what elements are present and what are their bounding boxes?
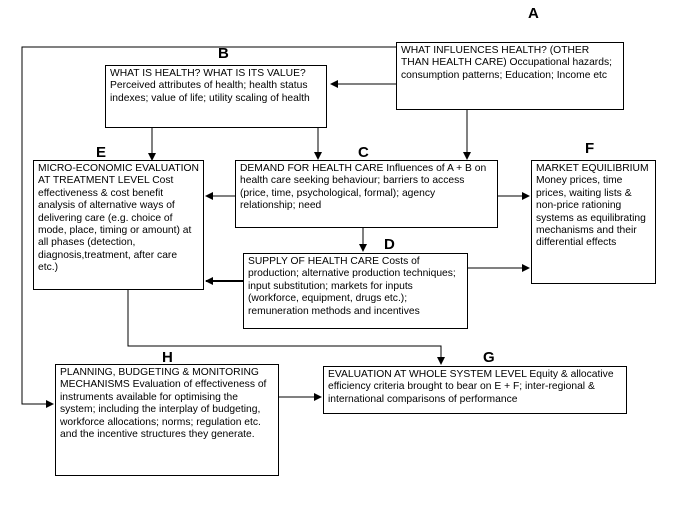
box-d: SUPPLY OF HEALTH CARE Costs of productio… (243, 253, 468, 329)
arrow-e-to-g (127, 290, 445, 365)
box-g: EVALUATION AT WHOLE SYSTEM LEVEL Equity … (323, 366, 627, 414)
box-g-letter: G (483, 349, 495, 366)
box-a: WHAT INFLUENCES HEALTH? (OTHER THAN HEAL… (396, 42, 624, 110)
arrow-a-to-h (21, 46, 396, 408)
box-e: MICRO-ECONOMIC EVALUATION AT TREATMENT L… (33, 160, 204, 290)
box-b-letter: B (218, 45, 229, 62)
box-h: PLANNING, BUDGETING & MONITORING MECHANI… (55, 364, 279, 476)
box-e-letter: E (96, 144, 107, 161)
box-f-letter: F (585, 140, 595, 157)
box-a-letter: A (528, 5, 539, 22)
box-f: MARKET EQUILIBRIUM Money prices, time pr… (531, 160, 656, 284)
box-d-letter: D (384, 236, 395, 253)
box-h-letter: H (162, 349, 173, 366)
box-c: DEMAND FOR HEALTH CARE Influences of A +… (235, 160, 498, 228)
box-c-letter: C (358, 144, 369, 161)
box-b: WHAT IS HEALTH? WHAT IS ITS VALUE? Perce… (105, 65, 327, 128)
